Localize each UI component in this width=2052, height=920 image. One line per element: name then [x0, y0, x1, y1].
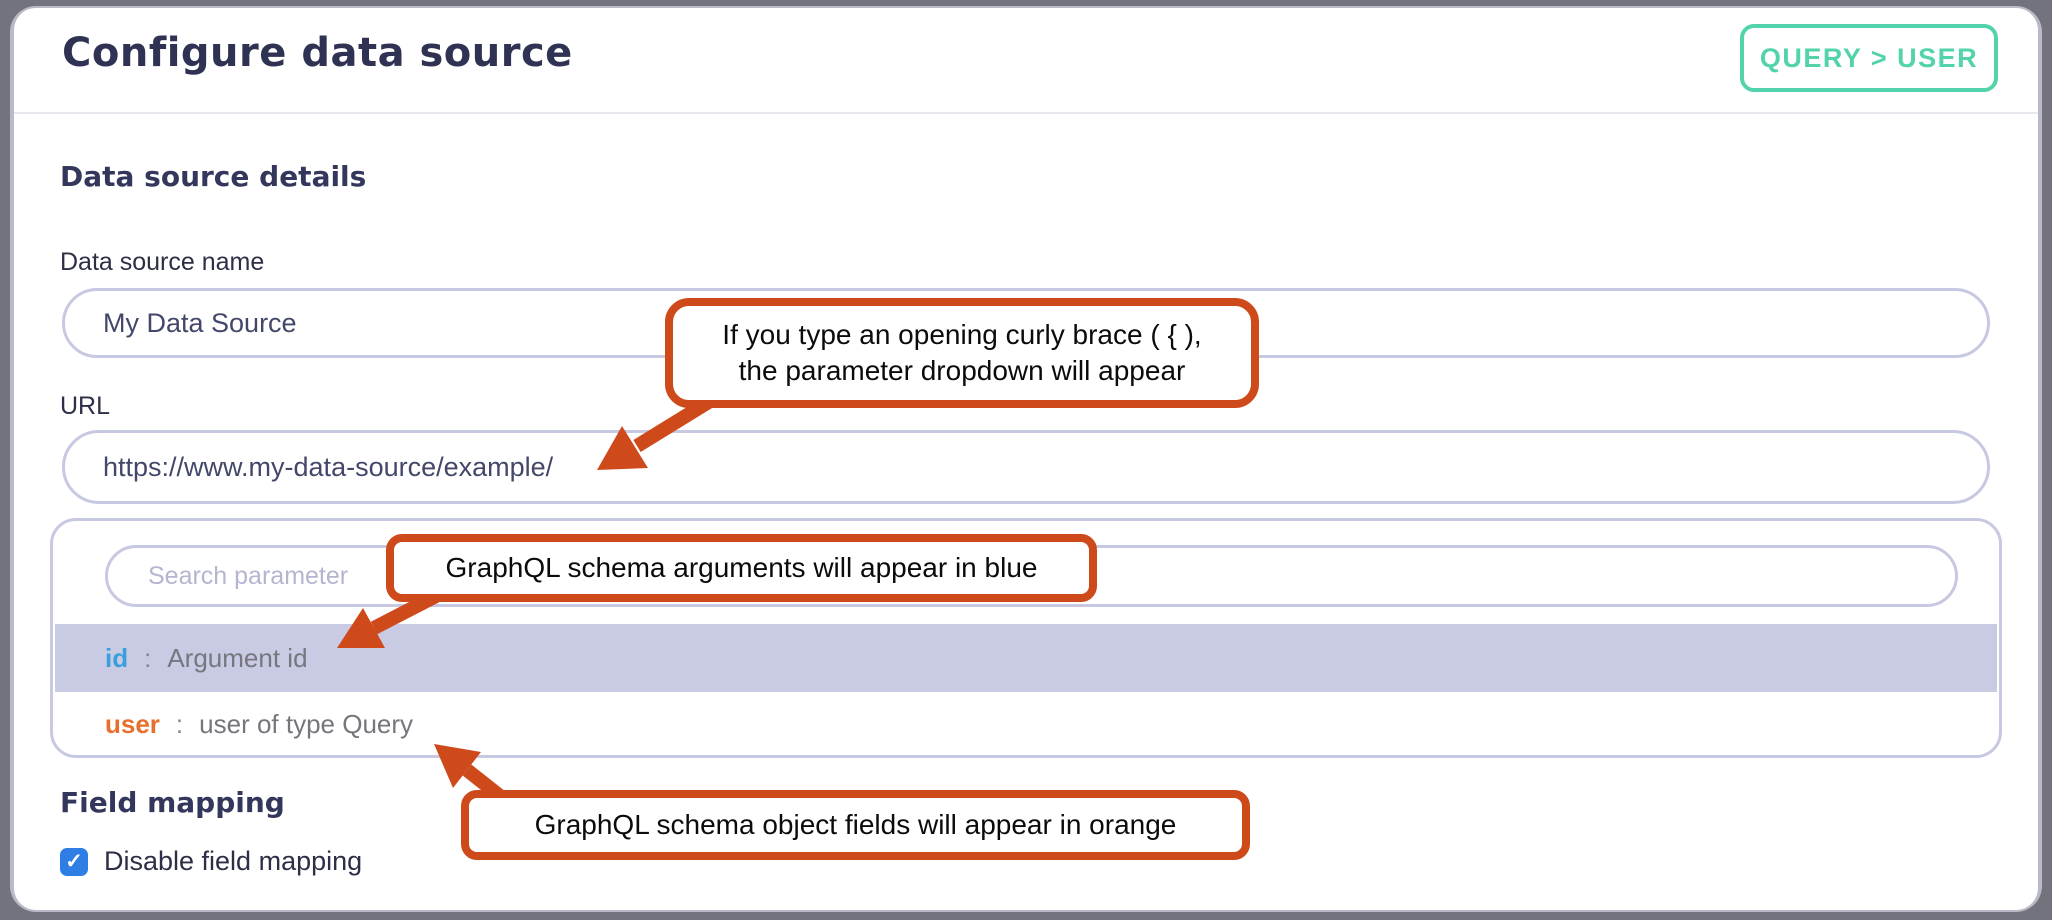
dropdown-item-user[interactable]: user : user of type Query: [55, 692, 1997, 755]
annotation-curly-brace: If you type an opening curly brace ( { )…: [665, 298, 1259, 408]
query-user-badge[interactable]: QUERY > USER: [1740, 24, 1998, 92]
field-name: user: [105, 708, 160, 739]
dropdown-item-id[interactable]: id : Argument id: [55, 624, 1997, 692]
disable-field-mapping-label: Disable field mapping: [104, 846, 363, 876]
section-heading-details: Data source details: [60, 160, 367, 193]
annotation-fields-orange: GraphQL schema object fields will appear…: [461, 790, 1250, 860]
url-label: URL: [60, 392, 111, 420]
url-input[interactable]: [62, 430, 1990, 504]
separator: :: [144, 642, 152, 673]
separator: :: [175, 708, 184, 739]
checkmark-icon: ✓: [65, 850, 83, 873]
argument-name: id: [105, 642, 129, 673]
annotation-arguments-blue: GraphQL schema arguments will appear in …: [386, 534, 1097, 602]
data-source-name-label: Data source name: [60, 248, 265, 276]
page-title: Configure data source: [62, 30, 573, 76]
section-heading-field-mapping: Field mapping: [60, 786, 285, 819]
header-divider: [14, 112, 2038, 114]
field-description: user of type Query: [199, 708, 414, 739]
disable-field-mapping-row[interactable]: ✓ Disable field mapping: [60, 846, 362, 877]
disable-field-mapping-checkbox[interactable]: ✓: [60, 847, 88, 876]
argument-description: Argument id: [167, 642, 308, 673]
